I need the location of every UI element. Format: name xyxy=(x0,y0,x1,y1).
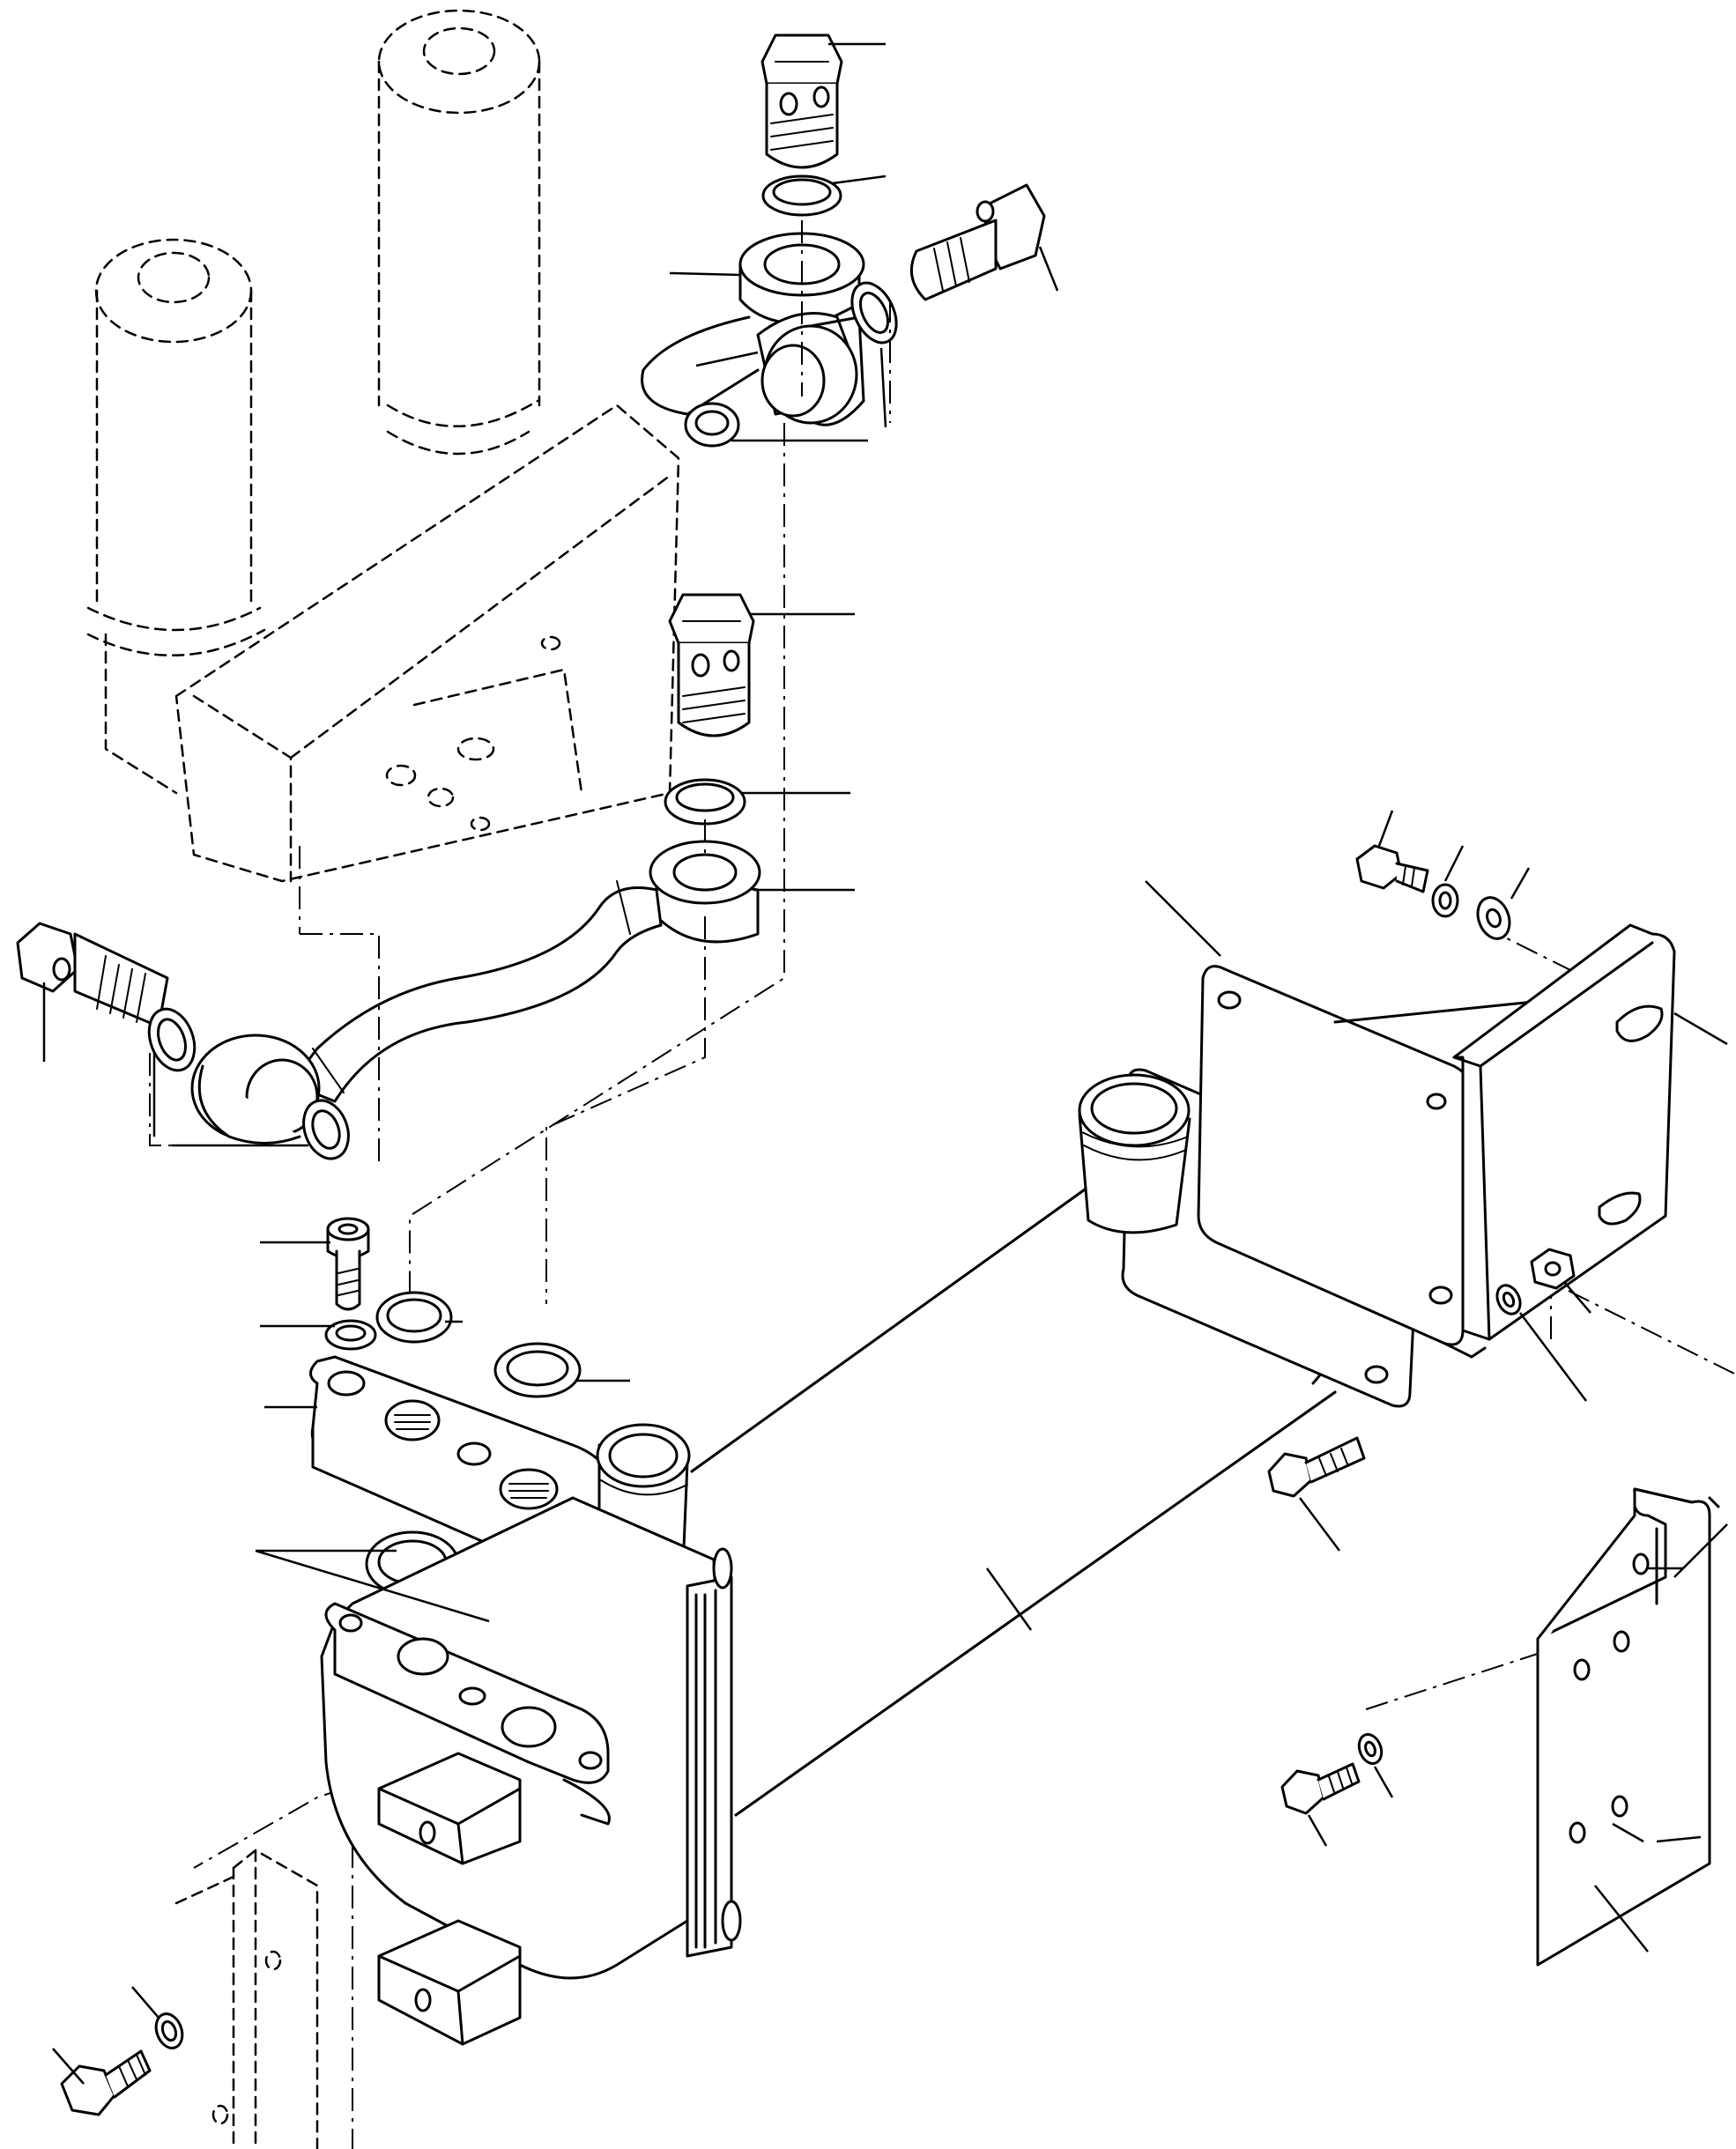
flat-washer-upper-right xyxy=(1476,896,1511,940)
spring-washer-lower-right xyxy=(1357,1733,1384,1765)
spring-washer-right xyxy=(1495,1284,1522,1315)
cap-screw-cover xyxy=(326,1217,370,1311)
oil-pipe-assembly xyxy=(190,840,761,1145)
copper-washer-top xyxy=(761,174,842,217)
copper-washer-side-lower-right xyxy=(302,1099,350,1160)
phantom-filter-assembly xyxy=(86,9,680,883)
cooler-head-casting xyxy=(320,1496,742,2046)
spring-washer-lower-left xyxy=(154,2012,184,2049)
copper-washer-middle xyxy=(664,778,746,826)
mounting-bracket-lower xyxy=(1536,1487,1720,1967)
banjo-bolt-horizontal-upper xyxy=(909,183,1046,301)
banjo-bolt-top xyxy=(760,33,843,169)
o-ring-cover-b xyxy=(493,1342,582,1398)
hex-bolt-lower-right xyxy=(1280,1762,1361,1815)
mounting-bracket-upper xyxy=(1333,923,1676,1341)
spring-washer-cover xyxy=(324,1319,377,1351)
banjo-bolt-horizontal-lower xyxy=(16,922,169,1028)
hex-bolt-lower-left xyxy=(60,2049,152,2116)
callout-leaders xyxy=(42,42,1728,2085)
copper-washer-lower-upper xyxy=(684,402,740,448)
hex-bolt-center-right xyxy=(1267,1436,1366,1498)
hex-nut-right xyxy=(1530,1248,1576,1290)
hex-bolt-upper-right xyxy=(1355,844,1429,893)
copper-washer-side-lower-left xyxy=(147,1007,197,1072)
banjo-bolt-middle xyxy=(668,593,755,737)
phantom-bracket-lower xyxy=(174,1849,319,2149)
o-ring-cover-a xyxy=(375,1291,453,1344)
spring-washer-upper-right xyxy=(1431,883,1459,918)
banjo-fitting-upper xyxy=(641,232,865,426)
pipe-stub-outlet xyxy=(1078,1073,1191,1234)
copper-washer-side-upper xyxy=(850,281,898,345)
